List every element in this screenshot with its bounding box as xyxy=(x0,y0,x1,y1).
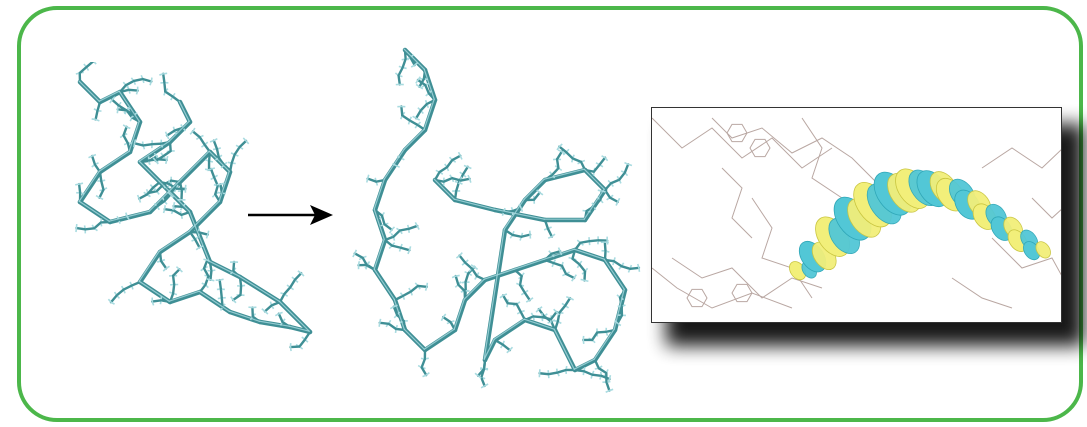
orbital-inset-panel xyxy=(651,107,1062,323)
orbital-isosurface-icon xyxy=(789,168,1051,281)
relaxed-molecule-structure xyxy=(352,47,641,393)
wireframe-molecule xyxy=(652,117,1061,309)
initial-molecule-structure xyxy=(75,62,313,352)
molecule-bonds xyxy=(75,62,313,352)
arrow-right-icon xyxy=(248,205,333,225)
molecule-bonds xyxy=(352,47,641,393)
